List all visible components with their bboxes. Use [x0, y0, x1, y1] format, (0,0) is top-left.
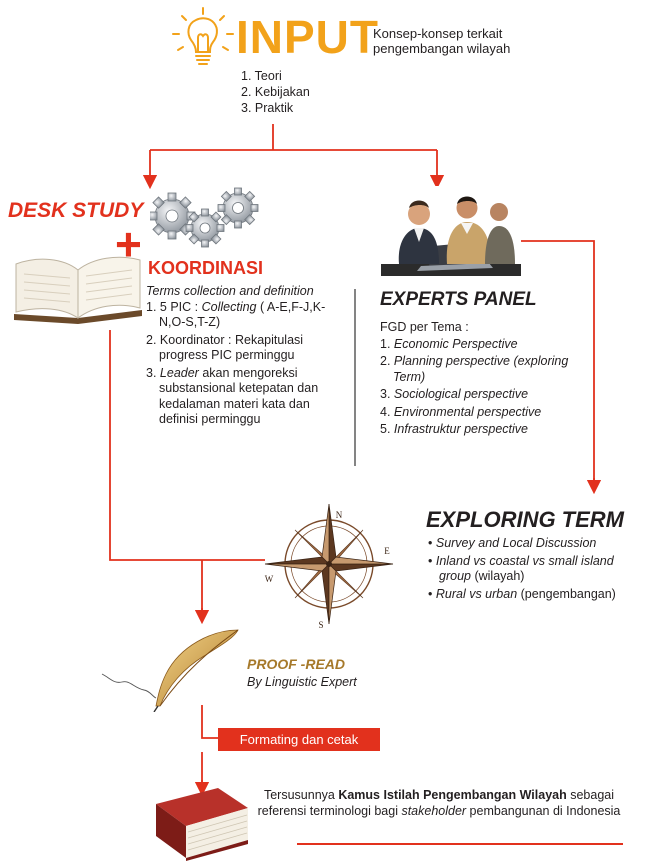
gears-icon: [150, 187, 259, 248]
experts-item: 4. Environmental perspective: [380, 404, 542, 419]
input-item: 1. Teori: [241, 69, 282, 83]
input-list: 1. Teori 2. Kebijakan 3. Praktik: [241, 68, 310, 116]
experts-item: 1. Economic Perspective: [380, 336, 518, 351]
experts-photo: [381, 186, 521, 276]
quill-icon: [101, 629, 239, 712]
experts-list: 1. Economic Perspective 2. Planning pers…: [380, 337, 580, 438]
book-icon: [14, 256, 142, 324]
exploring-list: • Survey and Local Discussion • Inland v…: [428, 536, 646, 604]
input-title: INPUT: [236, 11, 379, 63]
input-item: 2. Kebijakan: [241, 85, 310, 99]
koordinasi-block: Terms collection and definition 1. 5 PIC…: [146, 284, 346, 430]
koordinasi-title: KOORDINASI: [148, 258, 264, 278]
compass-w-label: W: [265, 574, 274, 584]
desk-study-title: DESK STUDY: [8, 199, 144, 222]
proof-read-title: PROOF -READ: [247, 656, 345, 672]
input-description: Konsep-konsep terkait pengembangan wilay…: [373, 26, 511, 56]
experts-item: 3. Sociological perspective: [380, 387, 529, 401]
koordinasi-item: 2. Koordinator : Rekapitulasi progress P…: [146, 332, 304, 363]
input-item: 3. Praktik: [241, 101, 294, 115]
desk-to-proof-connector: [109, 330, 265, 610]
proof-to-format-connector: [201, 705, 218, 739]
exploring-item: • Rural vs urban (pengembangan): [428, 586, 616, 601]
compass-s-label: S: [318, 620, 323, 630]
closed-book-icon: [156, 788, 248, 861]
exploring-item: • Survey and Local Discussion: [428, 536, 597, 550]
koordinasi-item: 3. Leader akan mengoreksi substansional …: [146, 365, 319, 427]
proof-read-subtitle: By Linguistic Expert: [247, 675, 357, 689]
result-statement: Tersusunnya Kamus Istilah Pengembangan W…: [257, 788, 621, 818]
experts-heading: FGD per Tema :: [380, 320, 469, 334]
koordinasi-list: 1. 5 PIC : Collecting ( A-E,F-J,K-N,O-S,…: [146, 300, 346, 428]
experts-to-explore-connector: [520, 240, 595, 480]
compass-n-label: N: [336, 510, 343, 520]
experts-block: FGD per Tema : 1. Economic Perspective 2…: [380, 320, 580, 440]
experts-item: 2. Planning perspective (exploring Term): [380, 354, 569, 384]
koordinasi-item: 1. 5 PIC : Collecting ( A-E,F-J,K-N,O-S,…: [146, 299, 326, 330]
experts-item: 5. Infrastruktur perspective: [380, 422, 529, 436]
exploring-term-title: EXPLORING TERM: [426, 507, 625, 532]
koordinasi-heading: Terms collection and definition: [146, 284, 314, 298]
compass-e-label: E: [384, 546, 390, 556]
lightbulb-icon: [172, 7, 234, 65]
exploring-item: • Inland vs coastal vs small island grou…: [428, 553, 614, 584]
input-connector: [149, 124, 438, 180]
formating-label-box: Formating dan cetak: [218, 728, 380, 751]
compass-icon: N S E W: [265, 503, 394, 630]
experts-panel-title: EXPERTS PANEL: [380, 289, 537, 310]
